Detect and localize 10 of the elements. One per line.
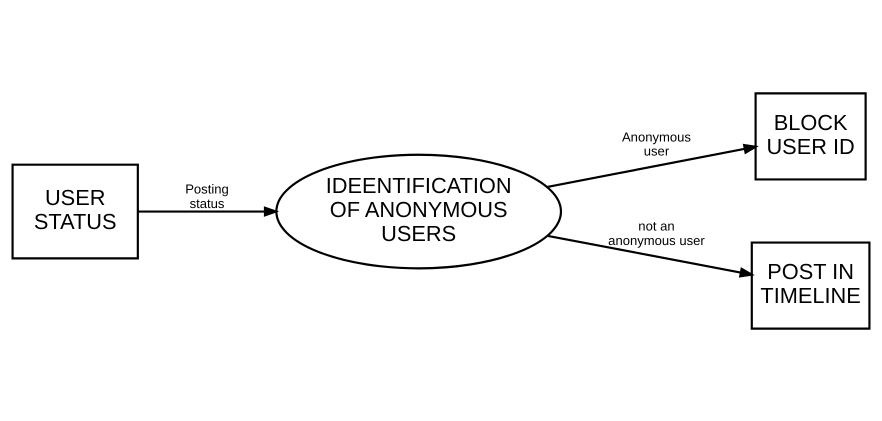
node-box: BLOCK USER ID xyxy=(754,92,867,180)
node-box: USER STATUS xyxy=(11,163,139,259)
edge-label: Anonymous user xyxy=(622,128,691,158)
edge-label: Posting status xyxy=(185,181,229,210)
node-box: POST IN TIMELINE xyxy=(750,241,871,330)
arrow xyxy=(547,143,759,188)
edge-label: not an anonymous user xyxy=(608,218,705,248)
node-ellipse: IDEENTIFICATION OF ANONYMOUS USERS xyxy=(275,153,562,269)
arrow xyxy=(138,206,280,216)
arrow xyxy=(548,234,755,278)
